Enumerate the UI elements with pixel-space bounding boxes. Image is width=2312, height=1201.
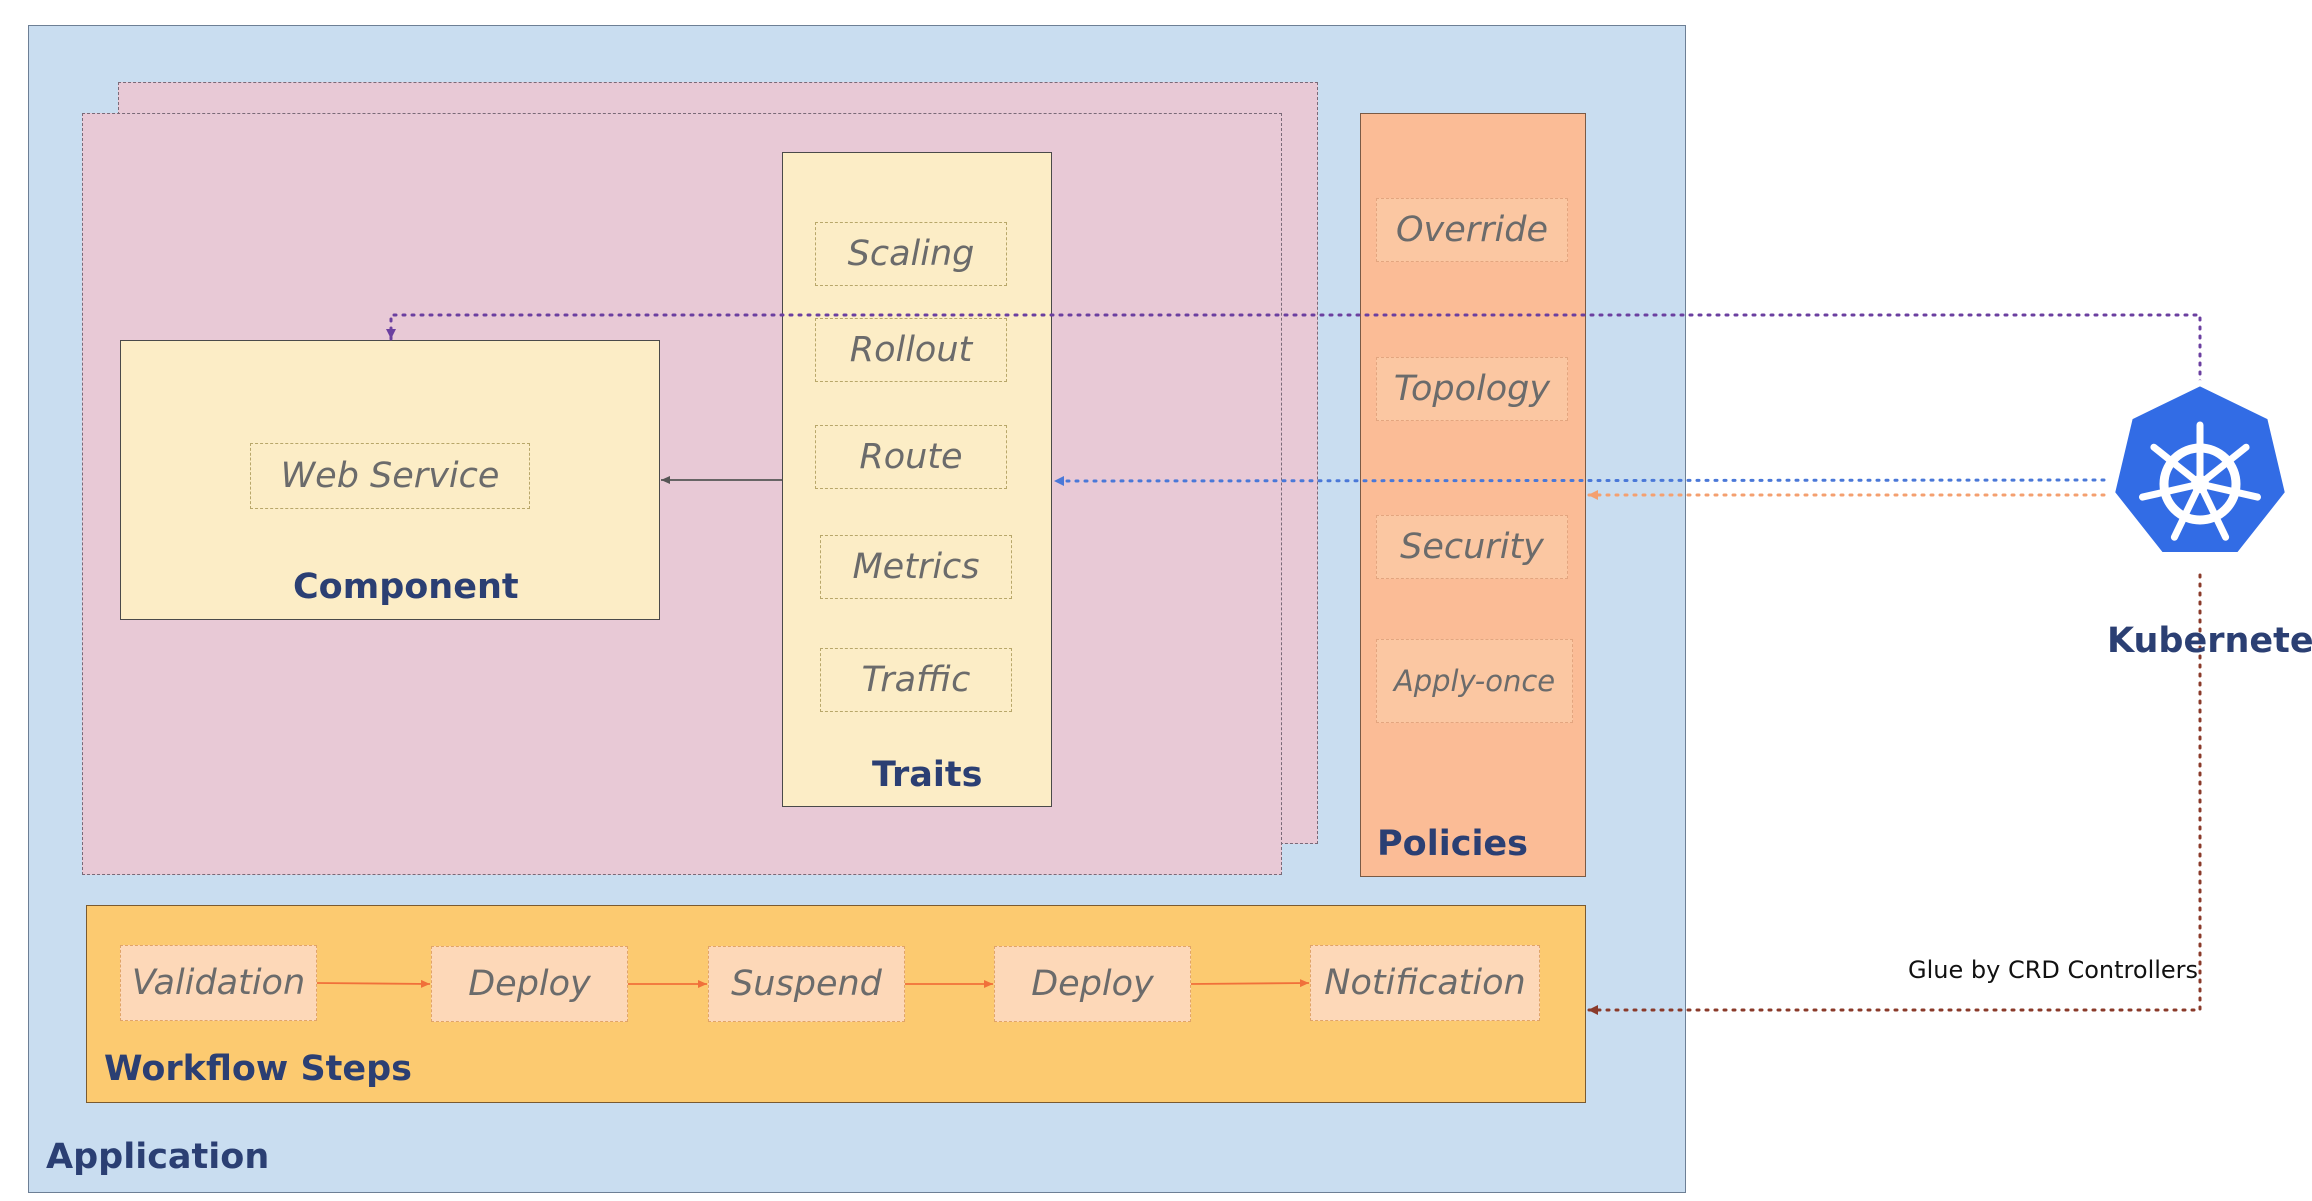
workflow-step: Deploy	[994, 946, 1191, 1022]
trait-item: Metrics	[820, 535, 1012, 599]
kubernetes-helm-icon	[2109, 380, 2291, 558]
traits-box	[782, 152, 1052, 807]
policies-title: Policies	[1377, 824, 1529, 864]
policy-item: Security	[1376, 515, 1568, 579]
kubernetes-to-traits-link	[1052, 475, 2106, 486]
workflow-step: Notification	[1310, 945, 1540, 1021]
workflow-title: Workflow Steps	[104, 1049, 413, 1089]
workflow-step: Suspend	[708, 946, 905, 1022]
trait-item: Rollout	[815, 318, 1007, 382]
policy-item: Apply-once	[1376, 639, 1573, 723]
policy-item: Topology	[1376, 357, 1568, 421]
trait-item: Route	[815, 425, 1007, 489]
kubernetes-title: Kubernetes	[2107, 621, 2312, 661]
trait-item: Scaling	[815, 222, 1007, 286]
glue-label: Glue by CRD Controllers	[1908, 956, 2199, 984]
component-title: Component	[293, 567, 519, 607]
traits-title: Traits	[872, 755, 983, 795]
workflow-arrow	[1190, 979, 1310, 988]
trait-item: Traffic	[820, 648, 1012, 712]
policy-item: Override	[1376, 198, 1568, 262]
kubernetes-to-component-link	[386, 313, 2202, 394]
workflow-step: Deploy	[431, 946, 628, 1022]
component-box	[120, 340, 660, 620]
application-title: Application	[46, 1137, 270, 1177]
workflow-step: Validation	[120, 945, 317, 1021]
component-item-web-service: Web Service	[250, 443, 530, 509]
kubernetes-to-workflow-link	[1586, 573, 2202, 1015]
workflow-arrow	[316, 979, 431, 988]
